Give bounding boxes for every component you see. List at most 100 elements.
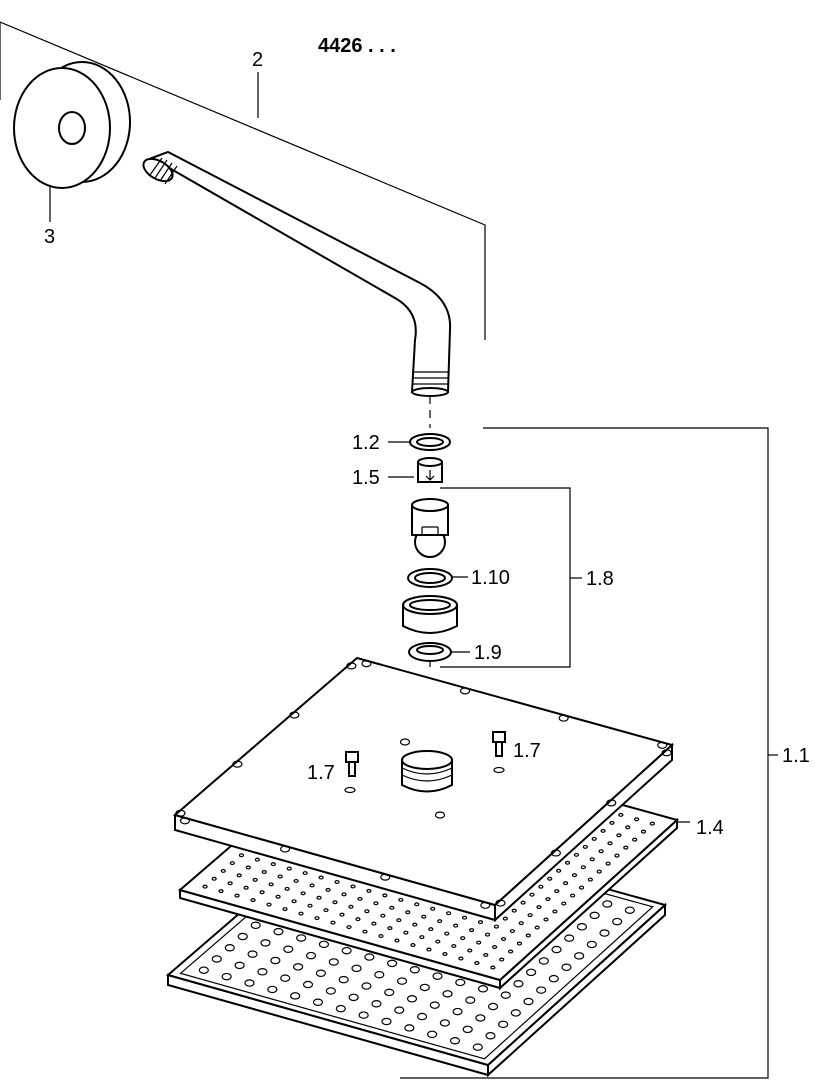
perforated-plate-1-4-hole xyxy=(589,857,595,862)
perforated-plate-1-4-hole xyxy=(398,897,404,902)
escutcheon-part xyxy=(13,61,131,189)
spray-tray-hole xyxy=(260,939,271,947)
perforated-plate-1-4-hole xyxy=(291,899,297,904)
perforated-plate-1-4-hole xyxy=(484,932,491,937)
perforated-plate-1-4-hole xyxy=(609,820,615,825)
label-1-8: 1.8 xyxy=(586,568,614,590)
perforated-plate-1-4-hole xyxy=(394,938,400,943)
perforated-plate-1-4-hole xyxy=(435,939,441,944)
perforated-plate-1-4-hole xyxy=(607,841,613,846)
perforated-plate-1-4-hole xyxy=(357,896,363,901)
perforated-plate-1-4-hole xyxy=(218,889,224,894)
perforated-plate-1-4-hole xyxy=(286,866,292,871)
perforated-plate-1-4-hole xyxy=(556,868,562,873)
perforated-plate-1-4-hole xyxy=(314,916,320,921)
spray-tray-hole xyxy=(221,972,232,981)
top-plate-screw-hole xyxy=(175,809,186,817)
perforated-plate-1-4-hole xyxy=(529,892,535,897)
perforated-plate-1-4-hole xyxy=(502,916,508,921)
ring-1-10 xyxy=(407,568,453,588)
spray-tray-hole xyxy=(404,1024,415,1032)
perforated-plate-1-4-hole xyxy=(493,924,500,929)
perforated-plate-1-4-hole xyxy=(640,829,647,834)
perforated-plate-1-4-hole xyxy=(410,943,416,948)
spray-tray-hole xyxy=(296,934,307,942)
top-plate-hole xyxy=(399,738,411,746)
perforated-plate-1-4-hole xyxy=(446,911,452,916)
perforated-plate-1-4-hole xyxy=(362,929,368,934)
perforated-plate-1-4-hole xyxy=(330,920,336,925)
perforated-plate-1-4-hole xyxy=(580,865,586,870)
part-1-9 xyxy=(408,642,452,667)
spray-tray-hole xyxy=(409,965,420,974)
top-plate-screw-hole xyxy=(232,760,243,768)
spray-tray-hole xyxy=(335,1004,346,1013)
perforated-plate-1-4-hole xyxy=(275,894,281,899)
perforated-plate-1-4-hole xyxy=(254,857,260,862)
perforated-plate-1-4-hole xyxy=(451,944,457,949)
perforated-plate-1-4-hole xyxy=(527,913,533,918)
spray-tray-hole xyxy=(293,963,304,971)
perforated-plate-1-4-hole xyxy=(538,884,544,889)
screw-right xyxy=(492,731,506,774)
perforated-plate-1-4-hole xyxy=(428,927,434,932)
spray-tray-hole xyxy=(338,975,349,984)
perforated-plate-1-4-hole xyxy=(350,884,356,889)
part-1-5 xyxy=(417,457,443,483)
perforated-plate-1-4-hole xyxy=(268,882,274,887)
perforated-plate-1-4-hole xyxy=(536,905,542,910)
perforated-plate-1-4-hole xyxy=(442,952,448,957)
perforated-plate-1-4-hole xyxy=(507,949,514,954)
spray-tray-hole xyxy=(574,952,585,960)
top-plate-screw-hole xyxy=(279,845,291,853)
perforated-plate-1-4-hole xyxy=(236,873,242,878)
perforated-plate-1-4-hole xyxy=(348,904,354,909)
spray-tray-hole xyxy=(561,963,572,972)
swivel-ball-part xyxy=(411,498,449,558)
perforated-plate-1-4-hole xyxy=(380,913,386,918)
shower-head-layers xyxy=(165,656,680,1078)
perforated-plate-1-4-hole xyxy=(570,893,576,898)
spray-tray-hole xyxy=(290,992,301,1000)
spray-tray-hole xyxy=(487,1002,499,1011)
spray-tray-hole xyxy=(328,958,339,966)
spray-tray-hole xyxy=(244,979,255,987)
perforated-plate-1-4-hole xyxy=(277,874,283,879)
perforated-plate-1-4-hole xyxy=(477,920,484,925)
screw-left xyxy=(344,751,359,794)
top-plate-screw-hole xyxy=(661,749,672,757)
perforated-plate-1-4-hole xyxy=(323,908,329,913)
perforated-plate-1-4-hole xyxy=(600,828,606,833)
perforated-plate-1-4-hole xyxy=(499,957,505,962)
spray-tray-hole xyxy=(589,911,600,920)
perforated-plate-1-4-hole xyxy=(458,956,464,961)
spray-tray-hole xyxy=(472,1043,483,1051)
spray-tray-hole xyxy=(462,1025,473,1034)
spray-tray-hole xyxy=(465,996,476,1004)
spray-tray-hole xyxy=(452,1007,463,1016)
top-plate-screw-hole xyxy=(495,899,506,907)
perforated-plate-1-4-hole xyxy=(282,907,288,912)
label-1-7-left: 1.7 xyxy=(307,762,335,784)
perforated-plate-1-4-hole xyxy=(509,929,515,934)
spray-tray-hole xyxy=(513,980,524,988)
perforated-plate-1-4-hole xyxy=(414,902,420,907)
top-plate-screw-hole xyxy=(380,873,391,881)
perforated-plate-1-4-hole xyxy=(309,883,315,888)
spray-tray-hole xyxy=(485,1031,496,1040)
spray-tray-hole xyxy=(475,1014,486,1022)
perforated-plate-1-4-hole xyxy=(552,909,558,914)
perforated-plate-1-4-hole xyxy=(571,873,578,878)
spray-tray-hole xyxy=(419,983,430,992)
label-1-7-right: 1.7 xyxy=(513,740,541,762)
top-plate-screw-hole xyxy=(361,660,372,668)
spray-tray-hole xyxy=(257,968,268,976)
perforated-plate-1-4-hole xyxy=(259,890,265,895)
label-2: 2 xyxy=(252,49,263,71)
spray-tray-hole xyxy=(477,985,489,993)
spray-tray-hole xyxy=(237,932,248,941)
perforated-plate-1-4-hole xyxy=(474,961,480,966)
perforated-plate-1-4-hole xyxy=(476,940,482,945)
spray-tray-hole xyxy=(439,1019,450,1027)
spray-tray-hole xyxy=(538,957,549,965)
